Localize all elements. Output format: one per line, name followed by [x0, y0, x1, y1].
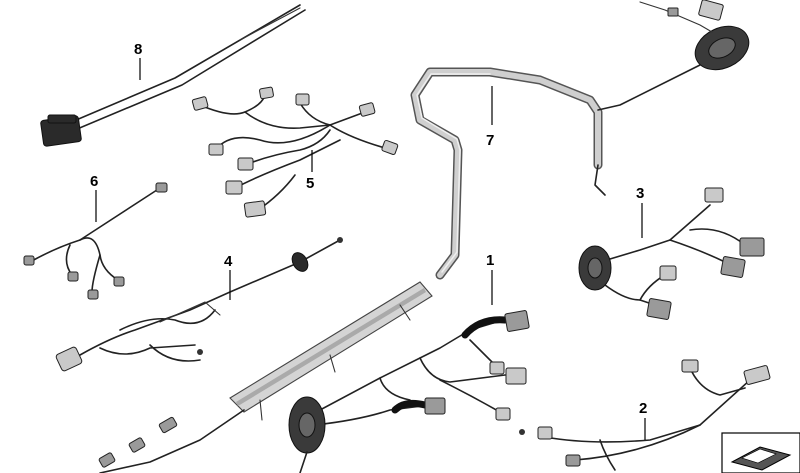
part-1-harness[interactable]: 1: [288, 252, 530, 473]
part-5-harness[interactable]: 5: [191, 86, 399, 218]
callout-5: 5: [306, 175, 314, 192]
callout-7: 7: [486, 132, 494, 149]
callout-8: 8: [134, 41, 142, 58]
part-8-harness[interactable]: 8: [40, 4, 306, 147]
cable-duct[interactable]: [98, 281, 433, 473]
callout-2: 2: [639, 400, 647, 417]
callout-4: 4: [224, 253, 233, 270]
callout-1: 1: [486, 252, 494, 269]
part-6-harness[interactable]: 6: [23, 173, 168, 300]
part-3-harness[interactable]: 3: [578, 185, 765, 320]
orientation-icon: [721, 432, 800, 473]
callout-6: 6: [90, 173, 98, 190]
callout-3: 3: [636, 185, 644, 202]
part-4-harness[interactable]: 4: [55, 237, 343, 372]
part-2-harness[interactable]: 2: [537, 359, 771, 471]
part-7-tube[interactable]: 7: [410, 0, 756, 280]
